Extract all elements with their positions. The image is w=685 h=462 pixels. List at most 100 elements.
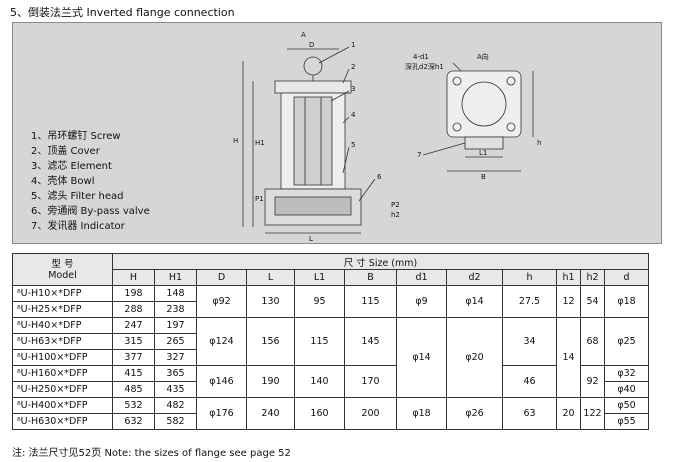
drawing-svg: A D H H1 L P1 P2 h2 1 2 3 4 5 6 7 4-d1 深… (233, 31, 541, 243)
cell: φ32 (604, 365, 649, 382)
cell: φ50 (604, 397, 649, 414)
cell: 92 (580, 365, 605, 398)
element-shape (293, 96, 333, 186)
cell: 160 (294, 397, 345, 430)
model-cell: ᵟU-H100×*DFP (12, 349, 113, 366)
col-header: h1 (556, 269, 581, 286)
model-cell: ᵟU-H400×*DFP (12, 397, 113, 414)
dim-label-H: H (233, 137, 238, 145)
col-header: D (196, 269, 247, 286)
model-cell: ᵟU-H160×*DFP (12, 365, 113, 382)
cell: φ14 (396, 317, 447, 398)
col-header: d (604, 269, 649, 286)
cell: 288 (112, 301, 155, 318)
cell: φ176 (196, 397, 247, 430)
model-cell: ᵟU-H25×*DFP (12, 301, 113, 318)
cell: φ55 (604, 413, 649, 430)
cell: 170 (344, 365, 397, 398)
model-cell: ᵟU-H250×*DFP (12, 381, 113, 398)
cell: 315 (112, 333, 155, 350)
cell: 415 (112, 365, 155, 382)
parts-legend: 1、吊环螺钉 Screw 2、顶盖 Cover 3、滤芯 Element 4、壳… (31, 129, 150, 234)
cell: φ40 (604, 381, 649, 398)
part-number-7: 7 (417, 151, 421, 159)
col-header: H (112, 269, 155, 286)
legend-item: 1、吊环螺钉 Screw (31, 131, 121, 142)
indicator-shape (464, 136, 504, 150)
cell: 190 (246, 365, 295, 398)
screw-ring-shape (303, 56, 323, 76)
legend-item: 6、旁通阀 By-pass valve (31, 206, 150, 217)
legend-item: 4、壳体 Bowl (31, 176, 95, 187)
cell: 582 (154, 413, 197, 430)
section-title: 5、倒装法兰式 Inverted flange connection (10, 6, 235, 19)
size-table: 型 号 Model 尺 寸 Size (mm) H H1 D L L1 B d1… (12, 253, 649, 430)
part-number-3: 3 (351, 85, 355, 93)
model-cell: ᵟU-H40×*DFP (12, 317, 113, 334)
flange-view-shape (446, 70, 522, 138)
model-header: 型 号 Model (12, 253, 113, 286)
dim-label-B: B (481, 173, 486, 181)
col-header: L (246, 269, 295, 286)
footnote: 注: 法兰尺寸见52页 Note: the sizes of flange se… (12, 448, 291, 459)
cell: φ25 (604, 317, 649, 366)
cell: 140 (294, 365, 345, 398)
dim-label-h: h (537, 139, 541, 147)
cell: 632 (112, 413, 155, 430)
technical-drawing: A D H H1 L P1 P2 h2 1 2 3 4 5 6 7 4-d1 深… (12, 22, 662, 244)
cell: 115 (294, 317, 345, 366)
cell: 238 (154, 301, 197, 318)
flange-note-label: 深孔d2深h1 (405, 62, 444, 71)
cell: 68 (580, 317, 605, 366)
cell: 485 (112, 381, 155, 398)
col-header: L1 (294, 269, 345, 286)
cell: 365 (154, 365, 197, 382)
model-cell: ᵟU-H630×*DFP (12, 413, 113, 430)
cell: 200 (344, 397, 397, 430)
a-view-label: A向 (477, 52, 489, 61)
cell: 156 (246, 317, 295, 366)
cell: 377 (112, 349, 155, 366)
cell: 265 (154, 333, 197, 350)
cell: 145 (344, 317, 397, 366)
cell: 14 (556, 317, 581, 398)
cell: φ18 (396, 397, 447, 430)
dim-label-L: L (309, 235, 313, 243)
dim-label-P1: P1 (255, 195, 264, 203)
cell: 327 (154, 349, 197, 366)
cell: 482 (154, 397, 197, 414)
cell: φ92 (196, 285, 247, 318)
cell: φ124 (196, 317, 247, 366)
cell: φ26 (446, 397, 503, 430)
cell: 27.5 (502, 285, 557, 318)
cell: φ14 (446, 285, 503, 318)
cell: 532 (112, 397, 155, 414)
cell: 46 (502, 365, 557, 398)
cell: φ20 (446, 317, 503, 398)
part-number-4: 4 (351, 111, 356, 119)
col-header: B (344, 269, 397, 286)
cell: 130 (246, 285, 295, 318)
cell: 34 (502, 317, 557, 366)
cell: 95 (294, 285, 345, 318)
dim-label-P2: P2 (391, 201, 400, 209)
size-header: 尺 寸 Size (mm) (112, 253, 649, 270)
legend-item: 5、滤头 Filter head (31, 191, 124, 202)
dim-label-h2: h2 (391, 211, 400, 219)
dim-label-A: A (301, 31, 306, 39)
dim-label-D: D (309, 41, 314, 49)
part-number-1: 1 (351, 41, 355, 49)
cell: 63 (502, 397, 557, 430)
dim-label-L1: L1 (479, 149, 487, 157)
cell: 197 (154, 317, 197, 334)
cell: 20 (556, 397, 581, 430)
model-cell: ᵟU-H63×*DFP (12, 333, 113, 350)
col-header: d2 (446, 269, 503, 286)
cell: 247 (112, 317, 155, 334)
part-number-5: 5 (351, 141, 355, 149)
cell: φ9 (396, 285, 447, 318)
cell: 198 (112, 285, 155, 302)
cell: 122 (580, 397, 605, 430)
model-cell: ᵟU-H10×*DFP (12, 285, 113, 302)
cover-shape (274, 80, 352, 94)
